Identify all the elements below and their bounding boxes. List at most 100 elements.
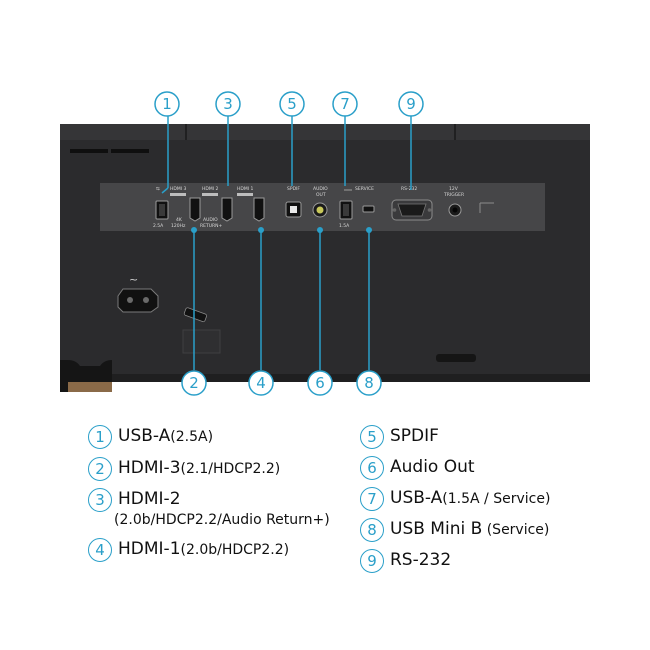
callout-number-1: 1 [162, 95, 172, 113]
legend-number: 8 [360, 518, 384, 542]
callout-number-5: 5 [287, 95, 297, 113]
hdmi3-port [189, 197, 201, 222]
security-cover [182, 329, 221, 354]
rs232-screw [392, 208, 397, 212]
panel-label-trigger: TRIGGER [443, 192, 464, 198]
usb-a-port-2-tongue [343, 204, 349, 216]
panel-label-120hz: 120Hz [171, 223, 186, 229]
callout-number-7: 7 [340, 95, 350, 113]
legend-main: HDMI-1 [118, 539, 181, 559]
ac-symbol: ~ [129, 273, 138, 286]
legend-item-3-line2: (2.0b/HDCP2.2/Audio Return+) [114, 510, 330, 530]
projector-body [60, 124, 590, 374]
legend-main: RS-232 [390, 550, 452, 570]
legend-text: USB-A(1.5A / Service) [390, 487, 550, 510]
callout-circle-5 [279, 91, 305, 117]
callout-circle-7 [332, 91, 358, 117]
legend-text: RS-232 [390, 549, 451, 572]
leader-dot [366, 227, 372, 233]
legend-item-2: 2 HDMI-3(2.1/HDCP2.2) [88, 457, 280, 481]
panel-label-audio-return: AUDIO [203, 217, 218, 223]
legend-number: 7 [360, 487, 384, 511]
legend-number: 5 [360, 425, 384, 449]
panel-label-hdmi3: HDMI 3 [170, 186, 186, 192]
panel-label-spdif: SPDIF [287, 186, 300, 192]
projector-rear-panel-diagram: ⇆ HDMI 3 HDMI 2 HDMI 1 SPDIF AUDIO OUT S… [60, 91, 590, 396]
hdmi1-tag [237, 193, 253, 196]
panel-label-2-5a: 2.5A [153, 223, 164, 229]
panel-label-service: SERVICE [355, 186, 374, 192]
leader-line-1 [161, 187, 169, 194]
callout-circle-2 [181, 370, 207, 396]
legend-sub: (2.1/HDCP2.2) [180, 461, 281, 477]
legend-main: USB-A [390, 488, 443, 508]
legend-sub: (1.5A / Service) [442, 491, 551, 507]
legend-number: 9 [360, 549, 384, 573]
legend-main: USB Mini B [390, 519, 483, 539]
panel-label-out: OUT [316, 192, 326, 198]
legend-sub: (Service) [482, 522, 550, 538]
callout-circle-9 [398, 91, 424, 117]
leader-dot [191, 227, 197, 233]
legend-text: HDMI-1(2.0b/HDCP2.2) [118, 538, 289, 561]
vent-slot [111, 149, 149, 153]
legend-main: Audio Out [390, 457, 475, 477]
callout-number-9: 9 [406, 95, 416, 113]
legend-text: USB-A(2.5A) [118, 425, 213, 448]
ac-power-inlet [117, 288, 159, 313]
legend-text: HDMI-2 [118, 488, 181, 511]
panel-label-1-5a: 1.5A [339, 223, 350, 229]
panel-label-rs232: RS-232 [401, 186, 417, 192]
hdmi1-port [253, 197, 265, 222]
panel-label-return: RETURN+ [200, 223, 223, 229]
legend-number: 4 [88, 538, 112, 562]
legend-number: 3 [88, 488, 112, 512]
ac-pin [143, 297, 149, 303]
panel-label-4k: 4K [176, 217, 183, 223]
spdif-port-center [290, 206, 297, 213]
callout-number-4: 4 [256, 374, 266, 392]
legend-item-3: 3 HDMI-2 [88, 488, 181, 512]
legend-number: 1 [88, 425, 112, 449]
legend-main: HDMI-2 [118, 489, 181, 509]
legend-main: USB-A [118, 426, 171, 446]
usb-symbol: ⇆ [156, 186, 160, 192]
legend-main: HDMI-3 [118, 458, 181, 478]
usb-mini-b-port [362, 205, 375, 213]
rs232-screw [427, 208, 432, 212]
legend-item-7: 7 USB-A(1.5A / Service) [360, 487, 550, 511]
foot-right [436, 354, 476, 362]
panel-label-12v: 12V [449, 186, 459, 192]
panel-corner-mark [479, 202, 494, 213]
legend-item-9: 9 RS-232 [360, 549, 451, 573]
trigger-jack-center [452, 207, 458, 213]
usb-a-port-1-tongue [159, 204, 165, 216]
hdmi2-port [221, 197, 233, 222]
legend-item-5: 5 SPDIF [360, 425, 439, 449]
hdmi2-tag [202, 193, 218, 196]
callout-number-6: 6 [315, 374, 325, 392]
legend-text: Audio Out [390, 456, 475, 479]
legend-number: 2 [88, 457, 112, 481]
top-edge [60, 124, 590, 140]
panel-label-audio: AUDIO [313, 186, 328, 192]
callout-circle-8 [356, 370, 382, 396]
callout-circle-4 [248, 370, 274, 396]
legend-sub-line2: (2.0b/HDCP2.2/Audio Return+) [114, 512, 330, 528]
callout-circle-1 [154, 91, 180, 117]
legend-sub: (2.5A) [170, 429, 214, 445]
legend-text: HDMI-3(2.1/HDCP2.2) [118, 457, 280, 480]
panel-label-hdmi2: HDMI 2 [202, 186, 218, 192]
legend-item-1: 1 USB-A(2.5A) [88, 425, 213, 449]
audio-out-jack-ring [316, 206, 324, 214]
legend-main: SPDIF [390, 426, 439, 446]
leader-dot [258, 227, 264, 233]
ac-pin [127, 297, 133, 303]
legend-item-4: 4 HDMI-1(2.0b/HDCP2.2) [88, 538, 289, 562]
hdmi3-tag [170, 193, 186, 196]
callout-number-8: 8 [364, 374, 374, 392]
legend-sub: (2.0b/HDCP2.2) [180, 542, 290, 558]
panel-label-hdmi1: HDMI 1 [237, 186, 253, 192]
legend-item-8: 8 USB Mini B (Service) [360, 518, 549, 542]
legend-item-6: 6 Audio Out [360, 456, 475, 480]
